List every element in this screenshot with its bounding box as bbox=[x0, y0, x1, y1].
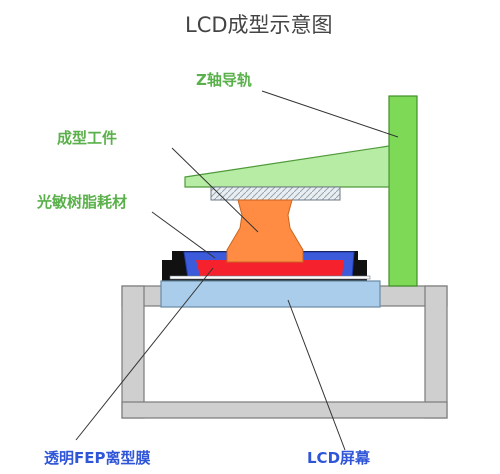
z-axis-rail bbox=[388, 95, 418, 287]
leader-line-fep-film bbox=[75, 267, 214, 441]
label-resin: 光敏树脂耗材 bbox=[36, 193, 127, 211]
leader-line-lcd bbox=[287, 299, 346, 451]
leader-line-resin bbox=[151, 211, 216, 259]
leader-line-workpiece bbox=[171, 147, 259, 233]
build-plate bbox=[210, 186, 341, 201]
resin-liquid bbox=[196, 260, 344, 276]
label-z-rail: Z轴导轨 bbox=[196, 71, 252, 89]
diagram-title: LCD成型示意图 bbox=[185, 13, 333, 37]
label-fep-film: 透明FEP离型膜 bbox=[44, 449, 151, 467]
lcd-screen bbox=[160, 280, 381, 308]
z-axis-arm bbox=[184, 145, 390, 188]
fep-film bbox=[169, 275, 371, 280]
label-lcd-screen: LCD屏幕 bbox=[307, 449, 371, 467]
forming-workpiece bbox=[226, 199, 304, 263]
label-workpiece: 成型工件 bbox=[57, 129, 117, 147]
leader-line-z-rail bbox=[261, 90, 399, 138]
